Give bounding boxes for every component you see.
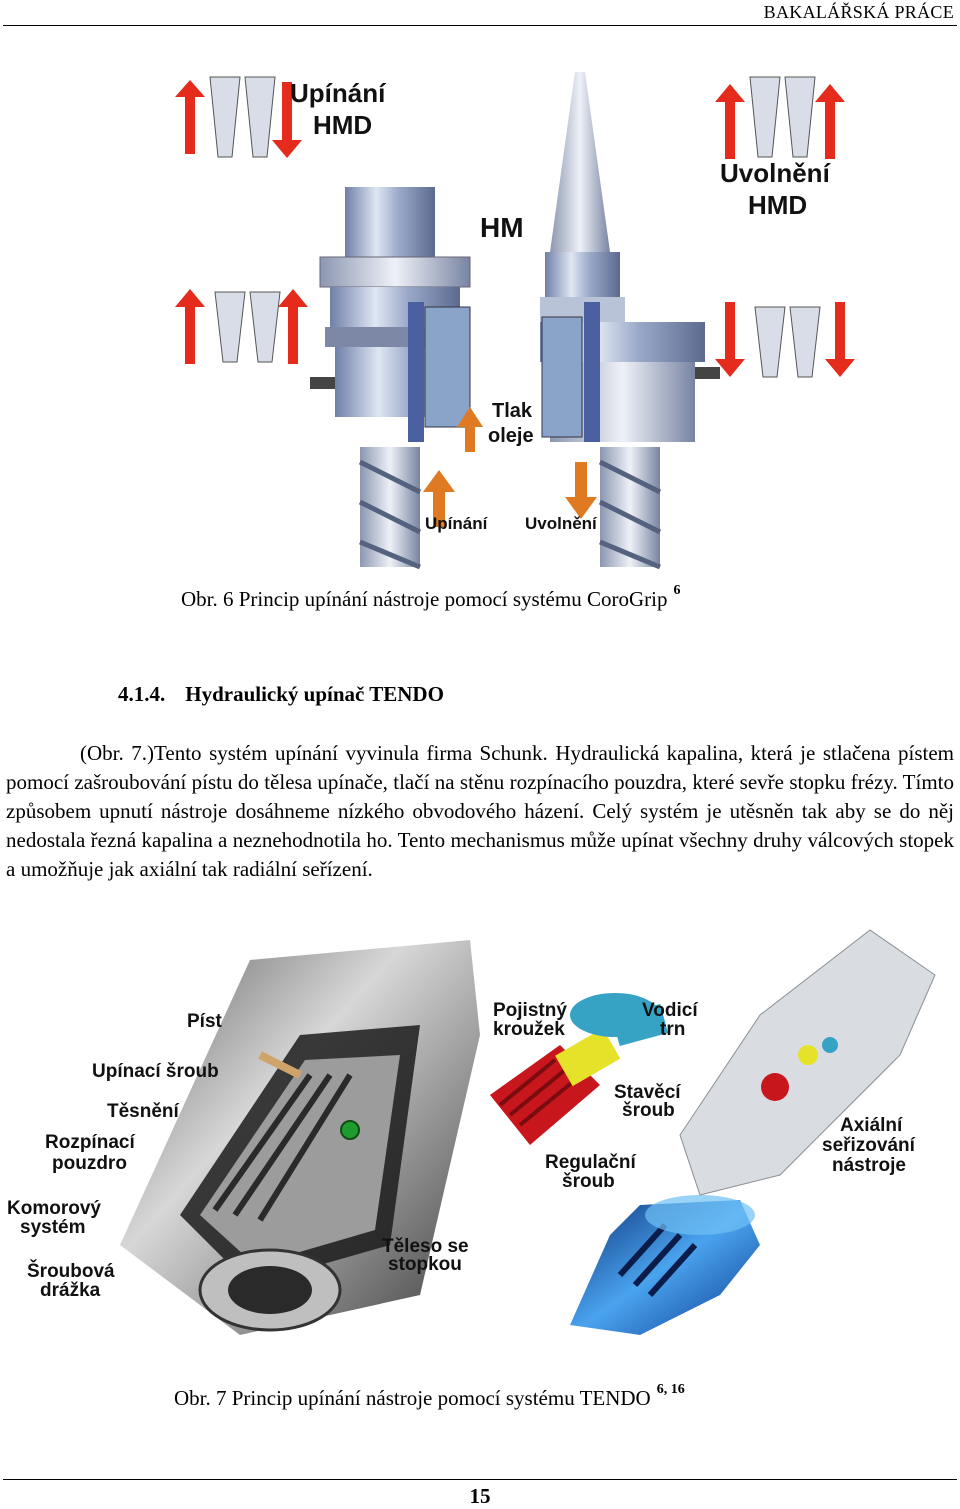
label-axial-adjustment-3: nástroje [832, 1155, 906, 1176]
tendo-exploded-parts [490, 993, 669, 1145]
label-clamping-screw: Upínací šroub [92, 1061, 219, 1082]
section-title: Hydraulický upínač TENDO [185, 682, 444, 706]
tendo-cutaway-holder [120, 940, 480, 1335]
figure2-caption: Obr. 7 Princip upínání nástroje pomocí s… [174, 1382, 685, 1411]
figure1-caption: Obr. 6 Princip upínání nástroje pomocí s… [181, 583, 680, 612]
label-expansion-sleeve-1: Rozpínací [45, 1132, 135, 1153]
label-locking-ring-1: Pojistný [493, 1000, 567, 1021]
page-number: 15 [469, 1484, 491, 1508]
holder-right [540, 72, 720, 570]
label-clamping-hmd-1: Upínání [290, 78, 386, 108]
label-guide-pin-2: trn [660, 1019, 685, 1040]
clamp-wedge-bottom-left [175, 289, 308, 364]
label-oil-pressure-2: oleje [488, 425, 534, 447]
label-shank-body-2: stopkou [388, 1254, 462, 1275]
figure1-caption-text: Obr. 6 Princip upínání nástroje pomocí s… [181, 587, 668, 611]
label-oil-pressure-1: Tlak [492, 400, 533, 422]
figure1-caption-ref: 6 [673, 583, 681, 598]
label-release-hmd-2: HMD [748, 190, 807, 220]
tendo-blue-holder [570, 1195, 760, 1335]
label-axial-adjustment-1: Axiální [840, 1115, 903, 1136]
clamp-wedge-top-left [175, 76, 302, 158]
label-piston: Píst [187, 1011, 223, 1032]
label-clamping-hmd-2: HMD [313, 110, 372, 140]
label-screw-groove-2: drážka [40, 1280, 101, 1301]
release-arrow [565, 462, 597, 519]
label-screw-groove-1: Šroubová [27, 1260, 115, 1282]
label-expansion-sleeve-2: pouzdro [52, 1153, 127, 1174]
label-guide-pin-1: Vodicí [642, 1000, 698, 1021]
figure2-caption-text: Obr. 7 Princip upínání nástroje pomocí s… [174, 1386, 651, 1410]
label-locking-ring-2: kroužek [493, 1019, 565, 1040]
label-chamber-system-1: Komorový [7, 1198, 101, 1219]
header-title: BAKALÁŘSKÁ PRÁCE [763, 2, 954, 22]
paragraph-text: (Obr. 7.)Tento systém upínání vyvinula f… [6, 741, 954, 881]
section-number: 4.1.4. [118, 682, 166, 706]
label-release-hmd-1: Uvolnění [720, 158, 831, 188]
label-adjusting-screw-1: Stavěcí [614, 1082, 681, 1103]
oil-pressure-arrow [457, 407, 483, 452]
label-shank-body-1: Těleso se [382, 1236, 469, 1257]
label-regulating-screw-2: šroub [562, 1171, 615, 1192]
label-axial-adjustment-2: seřizování [822, 1135, 916, 1156]
label-hm: HM [480, 212, 524, 243]
tendo-axial-holder [679, 929, 936, 1196]
footer-rule [3, 1479, 957, 1480]
label-chamber-system-2: systém [20, 1217, 86, 1238]
section-heading: 4.1.4. Hydraulický upínač TENDO [118, 682, 444, 707]
label-adjusting-screw-2: šroub [622, 1100, 675, 1121]
holder-left: HM [310, 187, 524, 570]
clamping-arrow [423, 470, 455, 527]
header-rule [3, 25, 957, 26]
label-regulating-screw-1: Regulační [545, 1152, 637, 1173]
corogrip-figure: Upínání HMD HM [175, 72, 855, 570]
release-wedge-top-right [715, 76, 845, 159]
tendo-figure: Píst Upínací šroub Těsnění Rozpínací pou… [7, 929, 936, 1335]
label-clamping: Upínání [425, 514, 489, 533]
page-header: BAKALÁŘSKÁ PRÁCE [0, 0, 960, 26]
section-paragraph: (Obr. 7.)Tento systém upínání vyvinula f… [6, 739, 954, 884]
release-wedge-bottom-right [715, 302, 855, 378]
label-seal: Těsnění [107, 1101, 180, 1122]
figure2-caption-ref: 6, 16 [656, 1382, 685, 1397]
label-release: Uvolnění [525, 514, 598, 533]
